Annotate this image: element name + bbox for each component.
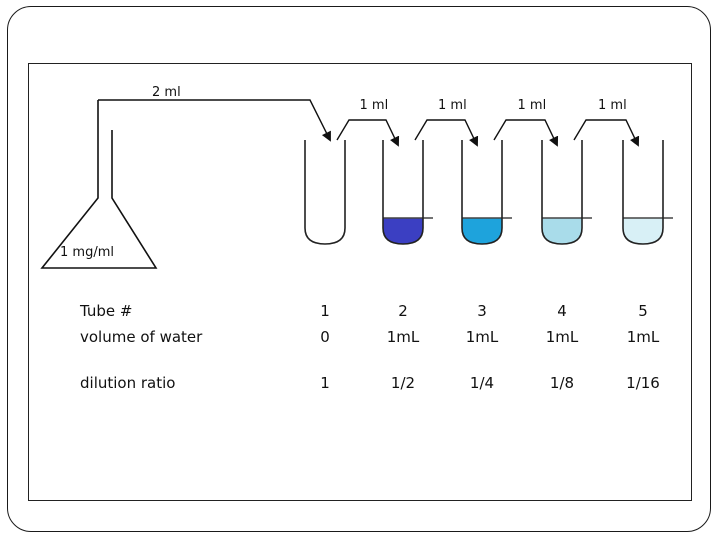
water-row-label: volume of water [80, 328, 203, 346]
test-tubes [304, 140, 673, 245]
dilution-figure [28, 63, 692, 501]
cell-water-1: 0 [320, 328, 330, 346]
cell-ratio-2: 1/2 [391, 374, 415, 392]
cell-water-3: 1mL [466, 328, 499, 346]
cell-ratio-1: 1 [320, 374, 330, 392]
cell-tube-4: 4 [557, 302, 567, 320]
cell-tube-2: 2 [398, 302, 408, 320]
cell-water-5: 1mL [627, 328, 660, 346]
erlenmeyer-flask [40, 100, 158, 269]
cell-ratio-5: 1/16 [626, 374, 660, 392]
tube-liquid-2 [383, 218, 423, 244]
cell-water-4: 1mL [546, 328, 579, 346]
transfer-arrows: 1 ml 1 ml 1 ml 1 ml [336, 98, 640, 147]
cell-tube-5: 5 [638, 302, 648, 320]
tube-liquid-3 [462, 218, 502, 244]
cell-water-2: 1mL [387, 328, 420, 346]
cell-ratio-3: 1/4 [470, 374, 494, 392]
table-values: 1 0 1 2 1mL 1/2 3 1mL 1/4 4 1mL 1/8 5 1mL 1/16 [320, 302, 660, 392]
transfer-label-1: 1 ml [360, 98, 389, 113]
test-tube-3 [461, 140, 512, 245]
test-tube-5 [622, 140, 673, 245]
transfer-arrow-3 [493, 119, 559, 147]
tube-outline-2 [382, 140, 424, 245]
test-tube-1 [304, 140, 346, 245]
tube-outline-5 [622, 140, 664, 245]
transfer-label-4: 1 ml [598, 98, 627, 113]
flask-label: 1 mg/ml [60, 245, 114, 260]
test-tube-4 [541, 140, 592, 245]
cell-tube-1: 1 [320, 302, 330, 320]
tube-liquid-5 [623, 218, 663, 244]
tube-liquid-4 [542, 218, 582, 244]
flask-transfer-arrow [98, 99, 331, 142]
transfer-label-3: 1 ml [518, 98, 547, 113]
ratio-row-label: dilution ratio [80, 374, 175, 392]
tube-outline-3 [461, 140, 503, 245]
tube-outline-1 [304, 140, 346, 245]
tube-row-label: Tube # [79, 302, 132, 320]
transfer-label-2: 1 ml [438, 98, 467, 113]
test-tube-2 [382, 140, 433, 245]
transfer-arrow-4 [573, 119, 640, 147]
transfer-arrow-1 [336, 119, 400, 147]
transfer-arrow-2 [414, 119, 479, 147]
cell-ratio-4: 1/8 [550, 374, 574, 392]
cell-tube-3: 3 [477, 302, 487, 320]
flask-transfer-label: 2 ml [152, 85, 181, 100]
tube-outline-4 [541, 140, 583, 245]
